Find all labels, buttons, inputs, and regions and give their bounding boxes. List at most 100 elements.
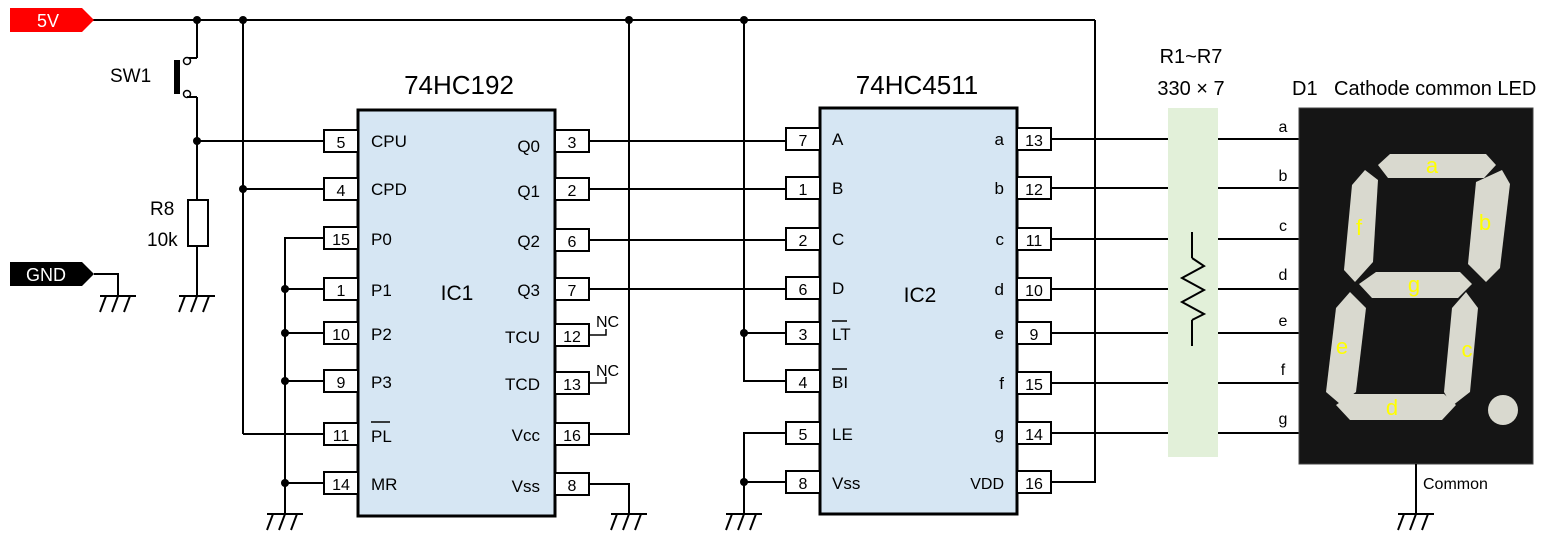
r8-name: R8 [150,199,174,220]
ic2-ref: IC2 [904,284,937,307]
nc-label-tcd: NC [596,363,619,380]
svg-text:1: 1 [337,283,346,300]
svg-text:TCD: TCD [505,375,540,394]
svg-text:Vcc: Vcc [512,426,541,445]
svg-text:VDD: VDD [970,476,1004,493]
ic2-title: 74HC4511 [856,70,978,100]
nc-label-tcu: NC [596,314,619,331]
segment-d [1336,394,1456,420]
svg-text:6: 6 [799,282,808,299]
svg-text:12: 12 [1025,182,1043,199]
resistor-pack-value: 330 × 7 [1157,78,1224,100]
ic1-title: 74HC192 [404,70,514,100]
svg-text:c: c [1279,218,1287,235]
svg-text:4: 4 [337,183,346,200]
sw1-label: SW1 [110,66,151,87]
svg-text:11: 11 [1026,233,1043,250]
svg-text:Q3: Q3 [517,281,540,300]
svg-text:f: f [999,374,1004,393]
svg-text:8: 8 [568,478,577,495]
svg-text:b: b [1479,210,1491,235]
svg-text:7: 7 [799,133,808,150]
svg-text:12: 12 [563,329,581,346]
display-input-labels: a b c d e f g [1279,119,1288,428]
svg-text:BI: BI [832,373,848,392]
svg-text:P1: P1 [371,281,392,300]
segment-g [1359,272,1472,298]
svg-text:d: d [1279,267,1288,284]
display-segments [1326,154,1510,420]
decimal-point [1488,395,1518,425]
segment-b [1468,170,1510,282]
svg-text:a: a [1279,119,1288,136]
svg-text:11: 11 [333,428,350,445]
svg-text:f: f [1281,362,1286,379]
svg-text:b: b [995,179,1004,198]
svg-text:LE: LE [832,425,853,444]
r8-resistor [187,199,209,247]
svg-text:14: 14 [332,477,350,494]
svg-text:D: D [832,279,844,298]
svg-text:C: C [832,230,844,249]
svg-text:7: 7 [568,283,577,300]
segment-e [1326,292,1366,404]
ground-symbol-4 [610,513,647,531]
svg-text:1: 1 [799,182,808,199]
gnd-flag [10,262,94,286]
svg-text:5: 5 [337,135,346,152]
svg-text:TCU: TCU [505,328,540,347]
display-ref: D1 [1292,78,1318,100]
svg-text:LT: LT [832,325,851,344]
svg-text:d: d [1386,395,1398,420]
svg-text:14: 14 [1025,427,1043,444]
segment-labels: a b c d e f g [1336,153,1491,420]
svg-text:Q1: Q1 [517,182,540,201]
svg-text:g: g [1279,411,1288,428]
svg-text:b: b [1279,168,1288,185]
svg-text:5: 5 [799,427,808,444]
svg-text:a: a [1426,153,1439,178]
svg-text:a: a [995,130,1005,149]
svg-text:3: 3 [799,327,808,344]
svg-text:9: 9 [1030,327,1039,344]
svg-text:6: 6 [568,234,577,251]
svg-text:g: g [1408,272,1420,297]
svg-text:e: e [1279,313,1288,330]
svg-text:CPU: CPU [371,132,407,151]
svg-text:c: c [996,230,1005,249]
ic1-left-pins: 5 CPU 4 CPD 15 P0 1 P1 10 P2 9 P3 11 PL … [323,129,407,495]
segment-a [1378,154,1496,178]
svg-text:16: 16 [563,428,581,445]
svg-text:B: B [832,179,843,198]
ic2-left-pins: 7 A 1 B 2 C 6 D 3 LT 4 BI 5 LE 8 Vss [785,127,860,494]
svg-text:P0: P0 [371,230,392,249]
segment-f [1344,170,1378,282]
svg-text:Q2: Q2 [517,232,540,251]
svg-text:13: 13 [563,377,581,394]
svg-text:10: 10 [1025,283,1043,300]
r8-value: 10k [147,230,178,251]
svg-text:e: e [995,324,1004,343]
svg-text:Q0: Q0 [517,137,540,156]
ground-symbol-6 [1397,513,1434,531]
vcc-flag [10,8,94,32]
resistor-pack-name: R1~R7 [1160,46,1223,68]
ic2-body [818,106,1019,516]
switch-plunger [174,60,180,94]
ic1-ref: IC1 [441,282,474,305]
svg-text:3: 3 [568,135,577,152]
svg-text:16: 16 [1025,476,1043,493]
resistor-pack [1168,108,1218,457]
ground-symbol-1 [99,295,136,313]
svg-text:f: f [1356,215,1363,240]
svg-text:4: 4 [799,375,808,392]
svg-text:15: 15 [1025,377,1043,394]
svg-text:A: A [832,130,844,149]
svg-text:PL: PL [371,427,392,446]
svg-text:c: c [1462,337,1473,362]
ground-symbol-2 [178,295,215,313]
svg-text:g: g [995,424,1004,443]
svg-text:2: 2 [568,183,577,200]
svg-text:P3: P3 [371,373,392,392]
svg-text:Vss: Vss [832,474,860,493]
